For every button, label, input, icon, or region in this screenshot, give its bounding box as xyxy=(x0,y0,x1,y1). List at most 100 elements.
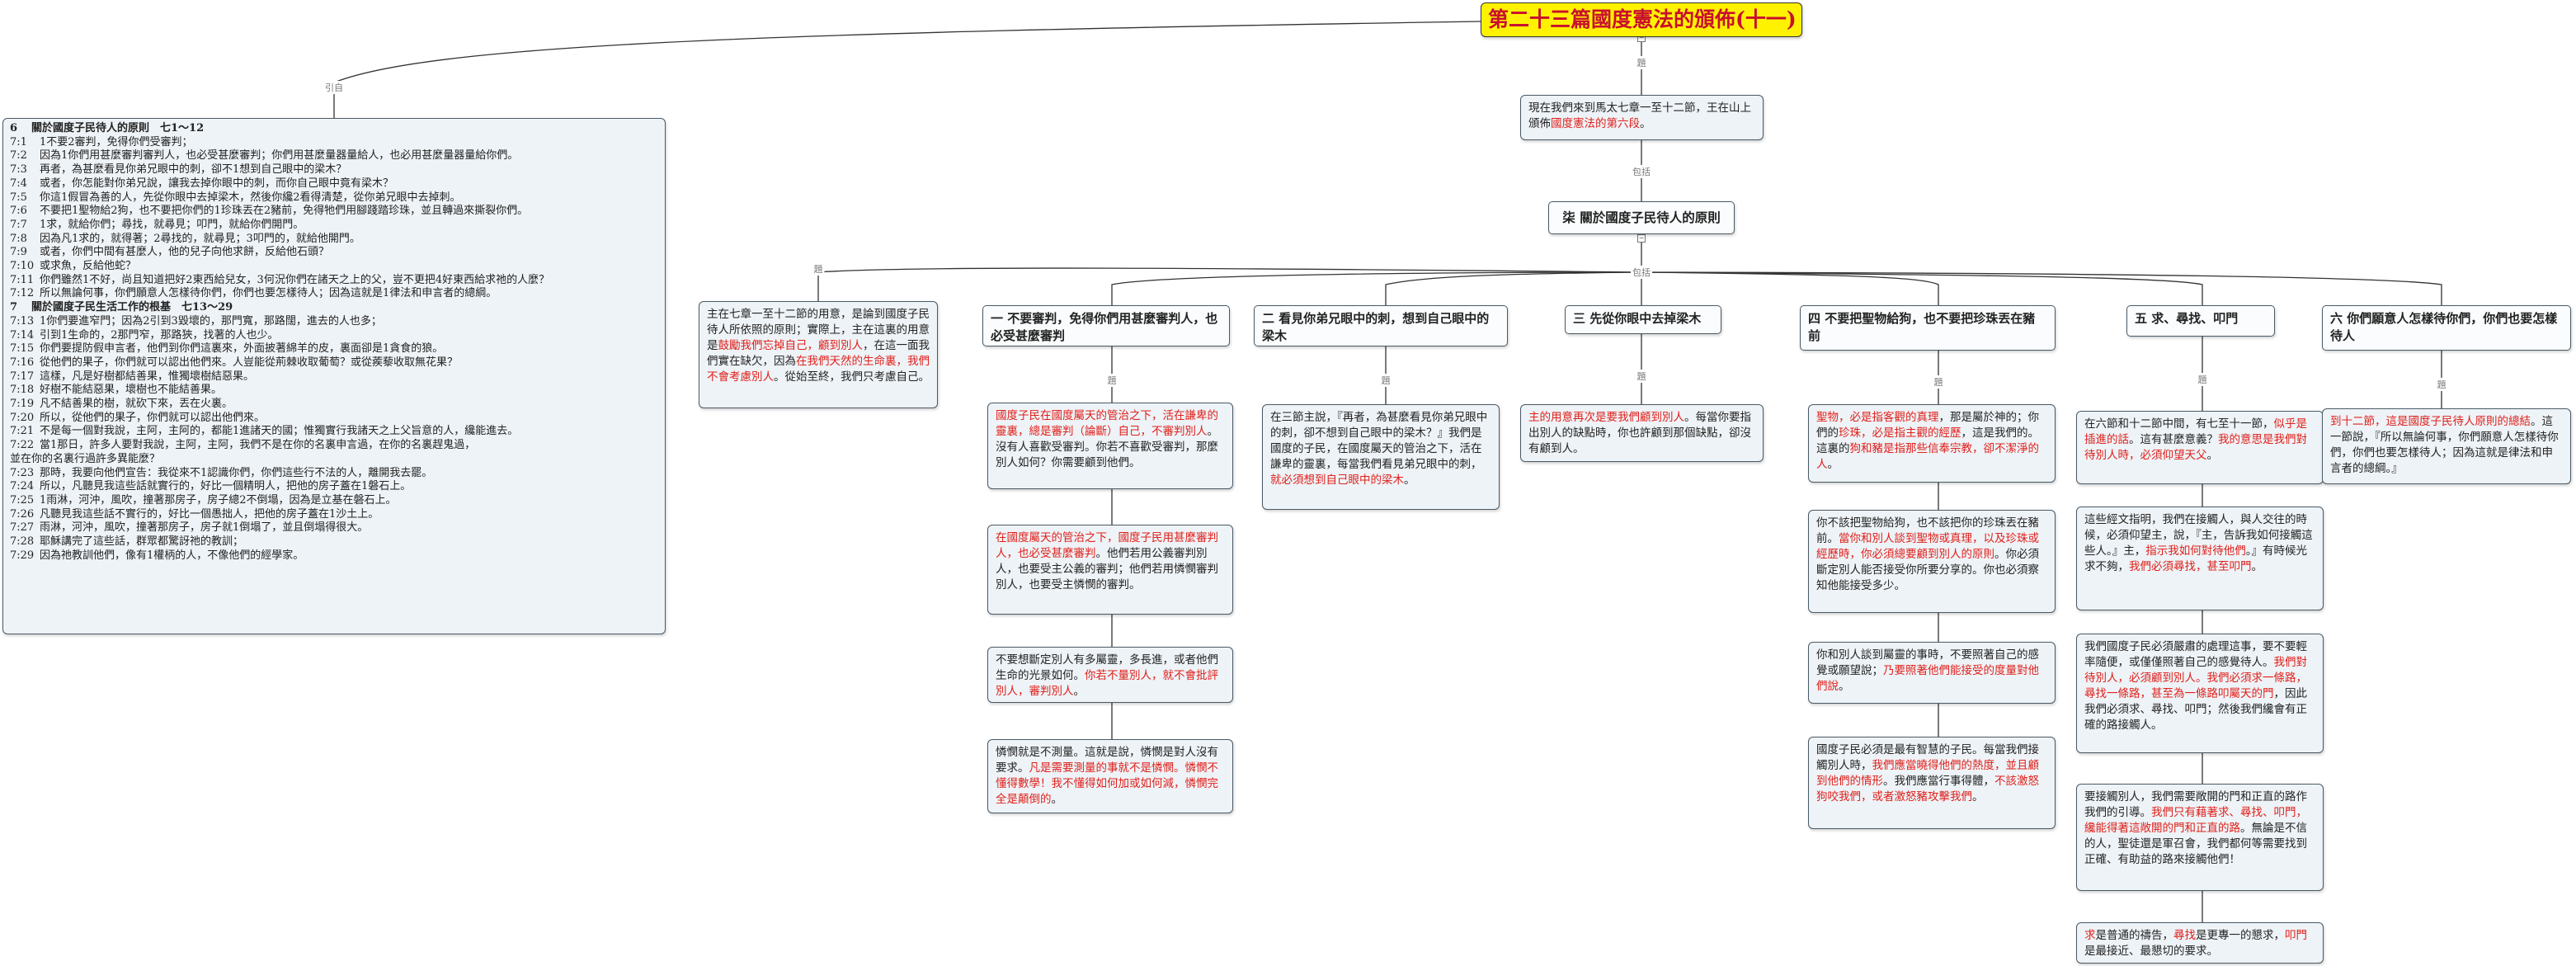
principle-5-note[interactable]: 求是普通的禱告，尋找是更專一的懇求，叩門是最接近、最懇切的要求。 xyxy=(2076,922,2324,964)
section-heading[interactable]: 柒 關於國度子民待人的原則 xyxy=(1548,201,1735,234)
note-text: 。 xyxy=(1404,474,1415,487)
connector-label-overview: 題 xyxy=(812,262,825,276)
principle-1-heading[interactable]: 一 不要審判，免得你們用甚麼審判人，也必受甚麼審判 xyxy=(982,305,1230,346)
verse-text: 1你們要進窄門；因為2引到3毀壞的，那門寬，那路闊，進去的人也多； xyxy=(40,314,382,327)
principle-1-note[interactable]: 在國度屬天的管治之下，國度子民用甚麼審判人，也必受甚麼審判。他們若用公義審判別人… xyxy=(987,525,1233,615)
verse-text: 不是每一個對我說，主阿，主阿的，都能1進諸天的國；惟獨實行我諸天之上父旨意的人，… xyxy=(40,425,519,438)
highlighted-text: 在我們天然的生命裏，我們不會考慮別人 xyxy=(707,355,930,384)
verse-number: 7:6 xyxy=(10,205,27,218)
verse-text: 或求魚，反給他蛇？ xyxy=(40,260,137,273)
highlighted-text: 珍珠，必是指主觀的經歷 xyxy=(1839,426,1961,440)
principle-6-heading[interactable]: 六 你們願意人怎樣待你們，你們也要怎樣待人 xyxy=(2322,305,2571,351)
principle-6-note[interactable]: 到十二節，這是國度子民待人原則的總結。這一節說，『所以無論何事，你們願意人怎樣待… xyxy=(2322,408,2571,484)
verse-number: 7:16 xyxy=(10,356,35,369)
connector-label-intro: 包括 xyxy=(1631,165,1652,178)
note-text: 。 xyxy=(1051,793,1063,806)
verse-text: 關於國度子民生活工作的根基 七13～29 xyxy=(31,301,233,314)
principle-5-note[interactable]: 這些經文指明，我們在接觸人，與人交往的時候，必須仰望主，說，『主，告訴我如何接觸… xyxy=(2076,507,2324,610)
verse-number: 7:1 xyxy=(10,135,27,148)
note-text: 你不該把聖物給狗，也不該把你的珍珠丟在豬前。 xyxy=(1816,516,2039,545)
highlighted-text: 叩門 xyxy=(2285,929,2307,942)
principle-5-note[interactable]: 我們國度子民必須嚴肅的處理這事，要不要輕率隨便，或僅僅照著自己的感覺待人。我們對… xyxy=(2076,634,2324,753)
highlighted-text: 凡是需要測量的事就不是憐憫。憐憫不懂得數學！我不懂得如何加或如何減，憐憫完全是顛… xyxy=(996,761,1218,806)
note-text: 主在七章一至十二節的用意，是論到國度子民待人所依照的原則；實際上，主在這裏的用意… xyxy=(707,308,930,352)
note-text: 。 xyxy=(1640,117,1651,130)
verse-number: 7:15 xyxy=(10,342,35,356)
verse-text: 並在你的名裏行過許多異能麼？ xyxy=(10,452,161,465)
verse-text: 因為凡1求的，就得著；2尋找的，就尋見；3叩門的，就給他開門。 xyxy=(40,232,360,245)
note-text: 。我們應當行事得體， xyxy=(1883,775,1994,788)
link-hub-col5 xyxy=(1641,271,2203,305)
verse-number: 7:25 xyxy=(10,493,35,507)
note-text: 你和別人談到屬靈的事時，不要照著自己的感覺或願望說； xyxy=(1816,648,2039,677)
principle-3-heading[interactable]: 三 先從你眼中去掉梁木 xyxy=(1565,305,1721,334)
verse-number: 6 xyxy=(10,122,18,134)
highlighted-text: 你若不量別人，就不會批評別人，審判別人 xyxy=(996,669,1218,698)
highlighted-text: 我們必須尋找，甚至叩門 xyxy=(2129,560,2252,573)
highlighted-text: 尋找 xyxy=(2173,929,2196,942)
note-text: 這些經文指明，我們在接觸人，與人交往的時候，必須仰望主，說，『主，告訴我如何接觸… xyxy=(2084,513,2313,558)
highlighted-text: 就必須想到自己眼中的梁木 xyxy=(1270,474,1404,487)
principle-5-note[interactable]: 在六節和十二節中間，有七至十一節，似乎是插進的話。這有甚麼意義？我的意思是我們對… xyxy=(2076,411,2324,484)
principle-1-note[interactable]: 憐憫就是不測量。這就是說，憐憫是對人沒有要求。凡是需要測量的事就不是憐憫。憐憫不… xyxy=(987,739,1233,813)
principle-4-heading[interactable]: 四 不要把聖物給狗，也不要把珍珠丟在豬前 xyxy=(1800,305,2056,351)
highlighted-text: 乃要照著他們能接受的度量對他們說 xyxy=(1816,664,2039,693)
verse-number: 7:4 xyxy=(10,177,27,190)
highlighted-text: 在國度屬天的管治之下，國度子民用甚麼審判人，也必受甚麼審判 xyxy=(996,531,1218,560)
principle-2-heading[interactable]: 二 看見你弟兄眼中的刺，想到自己眼中的梁木 xyxy=(1254,305,1508,346)
verse-number: 7:27 xyxy=(10,521,35,535)
principle-1-note[interactable]: 國度子民在國度屬天的管治之下，活在謙卑的靈裏，總是審判（論斷）自己，不審判別人。… xyxy=(987,403,1233,489)
connector-label-col5: 題 xyxy=(2196,373,2209,386)
highlighted-text: 主的用意再次是要我們顧到別人 xyxy=(1528,411,1684,424)
principle-1-note[interactable]: 不要想斷定別人有多屬靈，多長進，或者他們生命的光景如何。你若不量別人，就不會批評… xyxy=(987,647,1233,703)
verse-number: 7:7 xyxy=(10,218,27,231)
note-text: ，在這一面我們實在缺欠，因為 xyxy=(707,339,930,368)
highlighted-text: 不該激怒狗咬我們，或者激怒豬攻擊我們 xyxy=(1816,775,2039,803)
verse-text: 所以，從他們的果子，你們就可以認出他們來。 xyxy=(40,411,266,424)
connector-label-root: 題 xyxy=(1635,56,1648,69)
principle-5-note[interactable]: 要接觸別人，我們需要敞開的門和正直的路作我們的引導。我們只有藉著求、尋找、叩門，… xyxy=(2076,784,2324,891)
note-text: 。 xyxy=(2206,449,2219,462)
note-text: 。這一節說，『所以無論何事，你們願意人怎樣待你們，你們也要怎樣待人；因為這就是律… xyxy=(2330,415,2559,475)
overview-note[interactable]: 主在七章一至十二節的用意，是論到國度子民待人所依照的原則；實際上，主在這裏的用意… xyxy=(699,301,938,408)
principle-4-note[interactable]: 你不該把聖物給狗，也不該把你的珍珠丟在豬前。當你和別人談到聖物或真理，以及珍珠或… xyxy=(1808,510,2056,613)
intro-note[interactable]: 現在我們來到馬太七章一至十二節，王在山上頒佈國度憲法的第六段。 xyxy=(1520,95,1764,140)
root-topic[interactable]: 第二十三篇國度憲法的頒佈(十一) xyxy=(1481,2,1802,37)
principle-4-note[interactable]: 聖物，必是指客觀的真理，那是屬於神的；你們的珍珠，必是指主觀的經歷，這是我們的。… xyxy=(1808,404,2056,483)
principle-3-note[interactable]: 主的用意再次是要我們顧到別人。每當你要指出別人的缺點時，你也許顧到那個缺點，卻沒… xyxy=(1520,404,1764,462)
note-text: 。 xyxy=(2251,560,2263,573)
verse-text: 好樹不能結惡果，壞樹也不能結善果。 xyxy=(40,384,223,397)
connector-label-col2: 題 xyxy=(1379,374,1392,387)
principle-5-heading[interactable]: 五 求、尋找、叩門 xyxy=(2126,305,2275,337)
principle-4-note[interactable]: 國度子民必須是最有智慧的子民。每當我們接觸別人時，我們應當曉得他們的熱度，並且顧… xyxy=(1808,737,2056,829)
note-text: 。 xyxy=(1839,680,1850,693)
verse-text: 你這1假冒為善的人，先從你眼中去掉梁木，然後你纔2看得清楚，從你弟兄眼中去掉刺。 xyxy=(40,191,461,204)
highlighted-text: 我們只有藉著求、尋找、叩門，纔能得著這敞開的門和正直的路 xyxy=(2084,806,2307,835)
verse-number: 7 xyxy=(10,301,18,314)
collapse-toggle-icon[interactable]: − xyxy=(1637,234,1646,243)
verse-text: 不要把1聖物給2狗，也不要把你們的1珍珠丟在2豬前，免得牠們用腳踐踏珍珠，並且轉… xyxy=(40,205,529,218)
highlighted-text: 我們對待別人，必須顧到別人。我們必須求一條路，尋找一條路，甚至為一條路叩屬天的門 xyxy=(2084,656,2307,700)
verse-text: 當1那日，許多人要對我說，主阿，主阿，我們不是在你的名裏申言過，在你的名裏趕鬼過… xyxy=(40,439,476,452)
principle-4-note[interactable]: 你和別人談到屬靈的事時，不要照著自己的感覺或願望說；乃要照著他們能接受的度量對他… xyxy=(1808,642,2056,704)
note-text: 不要想斷定別人有多屬靈，多長進，或者他們生命的光景如何。 xyxy=(996,653,1218,682)
principle-2-note[interactable]: 在三節主說，『再者，為甚麼看見你弟兄眼中的刺，卻不想到自己眼中的梁木？』我們是國… xyxy=(1262,404,1500,510)
verse-text: 所以，凡聽見我這些話就實行的，好比一個精明人，把他的房子蓋在1磐石上。 xyxy=(40,480,412,493)
note-text: 。無論是不信的人，聖徒還是軍召會，我們都何等需要找到正確、有助益的路來接觸他們！ xyxy=(2084,822,2307,866)
verse-number: 7:12 xyxy=(10,287,35,300)
highlighted-text: 國度憲法的第六段 xyxy=(1551,117,1640,130)
reference-heading: 7 關於國度子民生活工作的根基 七13～29 xyxy=(10,301,658,315)
